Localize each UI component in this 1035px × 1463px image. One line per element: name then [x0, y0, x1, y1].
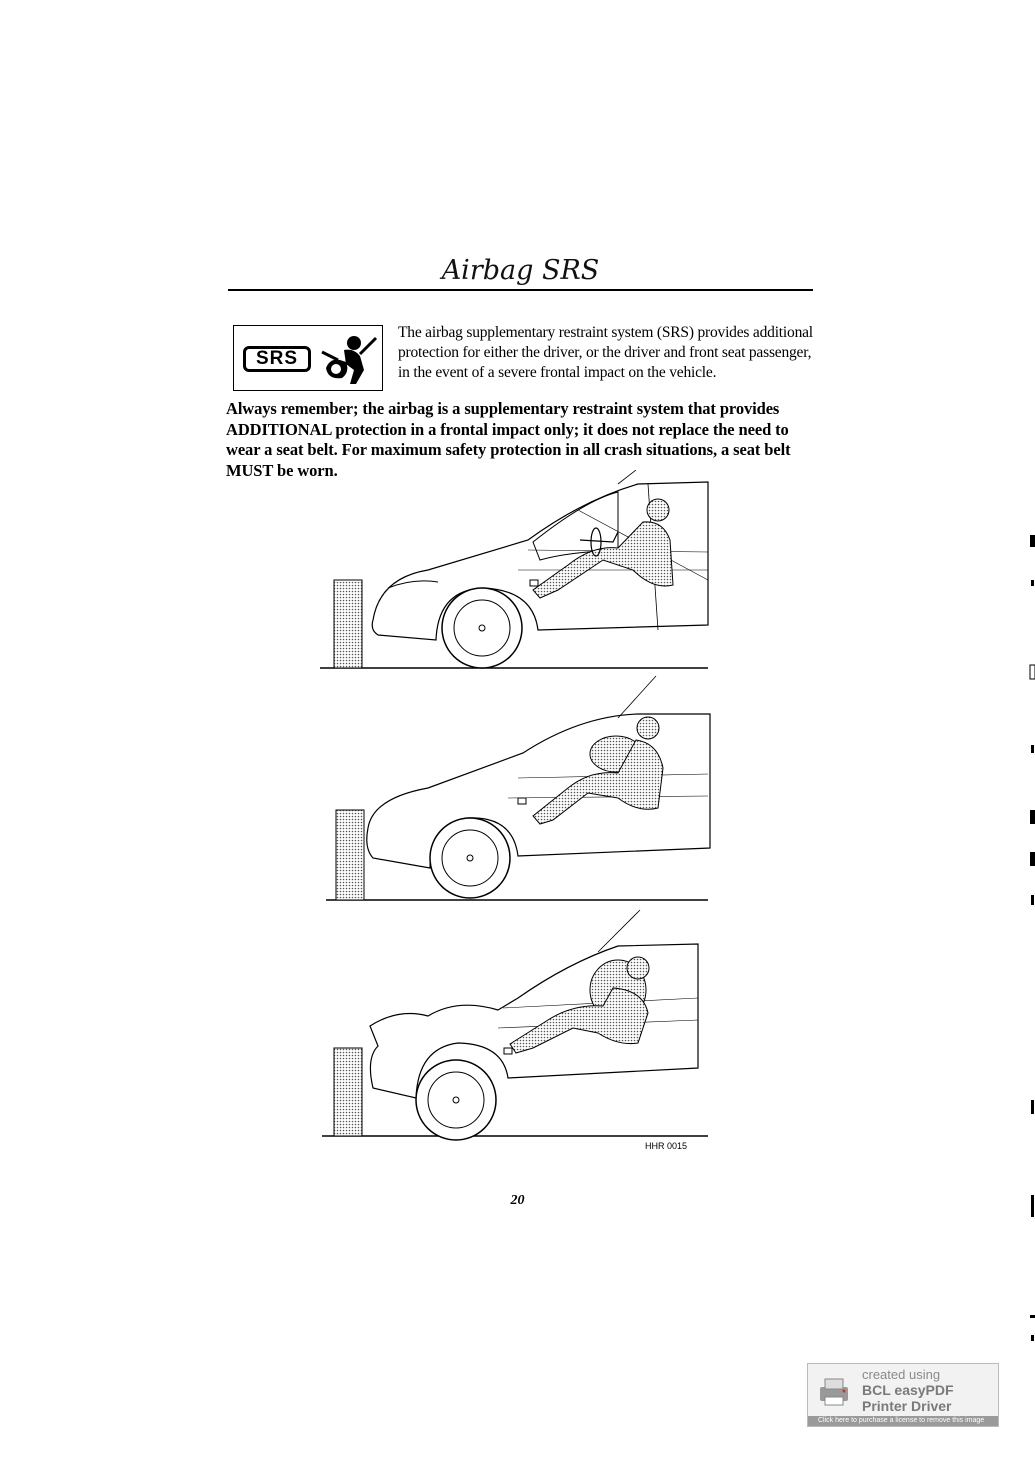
- crash-stage-airbag-deploying: [326, 675, 711, 901]
- badge-line-2: BCL easyPDF: [862, 1382, 954, 1398]
- purchase-license-link[interactable]: Click here to purchase a license to remo…: [808, 1416, 998, 1426]
- badge-line-3: Printer Driver: [862, 1398, 952, 1414]
- airbag-occupant-icon: [321, 336, 378, 384]
- title-underline: [228, 289, 813, 291]
- badge-line-1: created using: [862, 1367, 941, 1382]
- srs-label: SRS: [243, 346, 311, 372]
- crash-stage-before-impact: [320, 470, 709, 669]
- page-edge-marks: [1029, 535, 1035, 1341]
- page-title: Airbag SRS: [441, 255, 600, 286]
- printer-icon: [820, 1378, 848, 1406]
- crash-stage-airbag-inflated: [322, 909, 708, 1141]
- seatbelt-warning: Always remember; the airbag is a supplem…: [226, 399, 791, 480]
- page-number: 20: [510, 1193, 525, 1208]
- pdf-driver-watermark[interactable]: created using BCL easyPDF Printer Driver…: [807, 1363, 999, 1427]
- intro-paragraph: The airbag supplementary restraint syste…: [398, 324, 813, 381]
- airbag-deployment-diagram: [320, 470, 711, 1141]
- srs-warning-icon: SRS: [233, 325, 383, 391]
- diagram-reference-code: HHR 0015: [645, 1141, 688, 1151]
